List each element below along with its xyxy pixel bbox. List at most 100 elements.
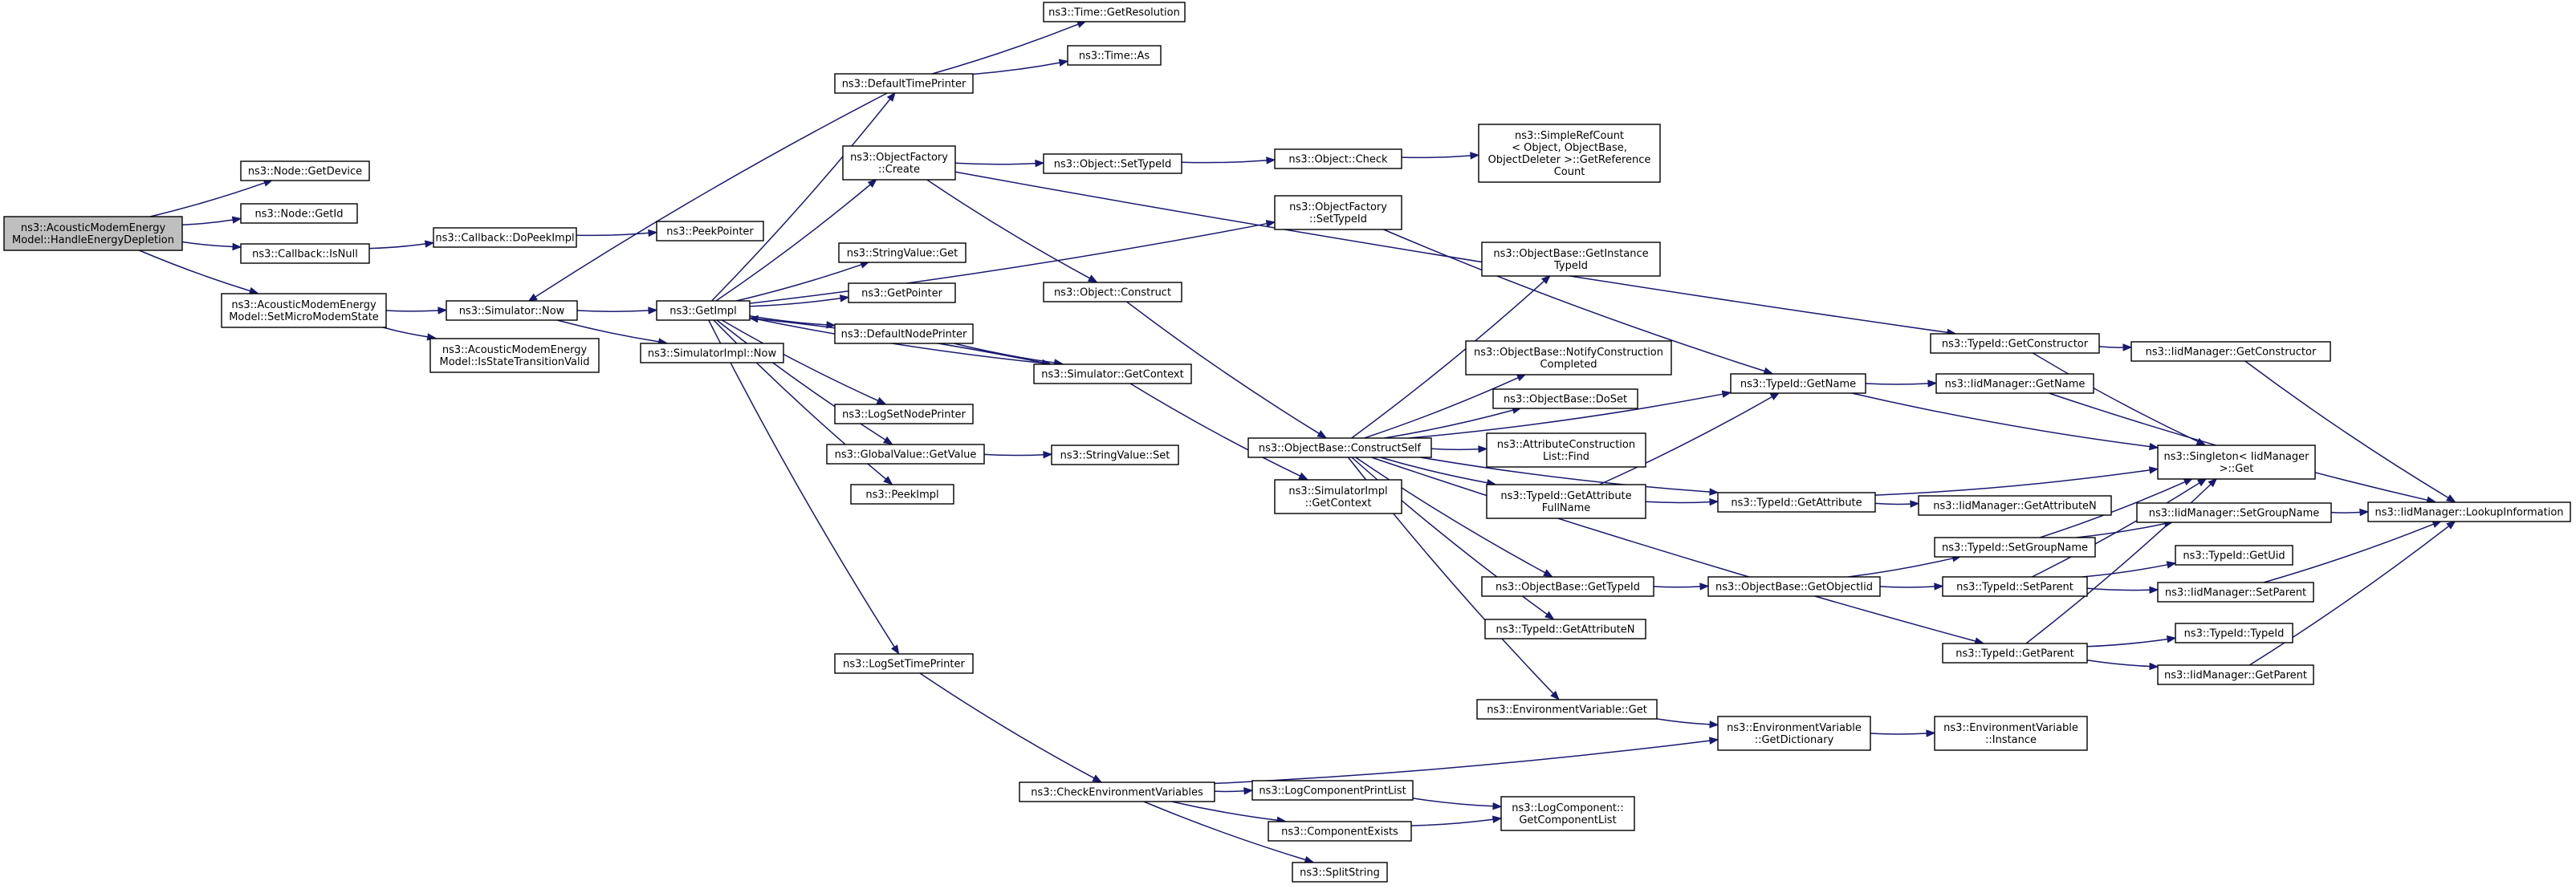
nodes-layer: ns3::AcousticModemEnergyModel::HandleEne… [3, 2, 2571, 883]
node-label: ns3::DefaultNodePrinter [841, 329, 967, 341]
node-label: ns3::SimulatorImpl [1288, 485, 1387, 497]
node-iidmgr-getattributen[interactable]: ns3::IidManager::GetAttributeN [1918, 495, 2112, 516]
node-iidmgr-setgroupname[interactable]: ns3::IidManager::SetGroupName [2136, 502, 2332, 523]
node-iidmgr-getname[interactable]: ns3::IidManager::GetName [1935, 373, 2094, 394]
node-sim-getcontext[interactable]: ns3::Simulator::GetContext [1033, 363, 1192, 384]
node-logcomp-getlist[interactable]: ns3::LogComponent::GetComponentList [1500, 796, 1635, 831]
arrowhead [2148, 466, 2159, 474]
edge-line [1656, 718, 1711, 725]
node-envvar-instance[interactable]: ns3::EnvironmentVariable::Instance [1934, 716, 2088, 751]
node-setmicro[interactable]: ns3::AcousticModemEnergyModel::SetMicroM… [221, 293, 387, 328]
node-node-getdevice[interactable]: ns3::Node::GetDevice [240, 160, 370, 181]
node-isvalid[interactable]: ns3::AcousticModemEnergyModel::IsStateTr… [429, 338, 600, 373]
node-typeid-setparent[interactable]: ns3::TypeId::SetParent [1942, 576, 2088, 597]
node-typeid-getname[interactable]: ns3::TypeId::GetName [1730, 373, 1866, 394]
node-peekpointer[interactable]: ns3::PeekPointer [656, 221, 764, 242]
node-box [1247, 437, 1432, 458]
edge-objbase-constructself-to-objbase-gettypeid [1355, 457, 1553, 578]
node-getimpl[interactable]: ns3::GetImpl [656, 300, 751, 321]
node-typeid-getconstructor[interactable]: ns3::TypeId::GetConstructor [1930, 333, 2100, 354]
edge-objfactory-create-to-obj-construct [926, 179, 1098, 283]
node-box [656, 221, 764, 242]
node-box [1465, 340, 1672, 375]
edge-line [1874, 502, 1911, 505]
node-box [1484, 619, 1646, 639]
node-logsettimeprinter[interactable]: ns3::LogSetTimePrinter [834, 653, 974, 674]
node-simimpl-now[interactable]: ns3::SimulatorImpl::Now [640, 343, 784, 363]
node-checkenvvars[interactable]: ns3::CheckEnvironmentVariables [1019, 781, 1215, 802]
node-globalvalue-getvalue[interactable]: ns3::GlobalValue::GetValue [826, 444, 985, 465]
node-envvar-get[interactable]: ns3::EnvironmentVariable::Get [1476, 699, 1658, 720]
arrowhead [1266, 156, 1276, 164]
node-logsetnodeprinter[interactable]: ns3::LogSetNodePrinter [834, 404, 974, 424]
edge-root-to-setmicro [139, 250, 259, 294]
node-typeid-getparent[interactable]: ns3::TypeId::GetParent [1942, 643, 2088, 664]
node-simplerefcount[interactable]: ns3::SimpleRefCount< Object, ObjectBase,… [1478, 124, 1661, 183]
node-peekimpl[interactable]: ns3::PeekImpl [850, 484, 954, 505]
arrowhead [883, 476, 893, 485]
node-root[interactable]: ns3::AcousticModemEnergyModel::HandleEne… [3, 216, 183, 251]
edge-checkenvvars-to-envvar-getdict [1214, 737, 1719, 785]
node-typeid-setgroupname[interactable]: ns3::TypeId::SetGroupName [1934, 537, 2096, 558]
node-node-getid[interactable]: ns3::Node::GetId [240, 203, 358, 224]
node-stringvalue-set[interactable]: ns3::StringValue::Set [1051, 444, 1179, 465]
node-objbase-gettypeid[interactable]: ns3::ObjectBase::GetTypeId [1481, 576, 1654, 597]
node-defaultnodeprinter[interactable]: ns3::DefaultNodePrinter [834, 323, 974, 344]
node-label: ns3::AcousticModemEnergy [231, 299, 376, 311]
arrowhead [1058, 59, 1069, 67]
node-cb-dopeek[interactable]: ns3::Callback::DoPeekImpl [433, 227, 577, 248]
node-obj-settypeid[interactable]: ns3::Object::SetTypeId [1043, 153, 1182, 174]
edge-objbase-constructself-to-attrconstlist-find [1430, 445, 1488, 453]
node-componentexists[interactable]: ns3::ComponentExists [1268, 821, 1412, 842]
node-typeid-getuid[interactable]: ns3::TypeId::GetUid [2175, 545, 2293, 566]
node-time-getres[interactable]: ns3::Time::GetResolution [1043, 2, 1186, 22]
node-iidmgr-lookup[interactable]: ns3::IidManager::LookupInformation [2367, 501, 2571, 522]
edge-line [954, 343, 1055, 363]
arrowhead [1934, 583, 1944, 591]
node-time-as[interactable]: ns3::Time::As [1067, 45, 1162, 66]
node-defaulttimeprinter[interactable]: ns3::DefaultTimePrinter [834, 73, 974, 94]
node-label: ::GetContext [1305, 497, 1372, 509]
node-obj-check[interactable]: ns3::Object::Check [1274, 148, 1402, 169]
node-label: ns3::LogSetNodePrinter [842, 409, 966, 421]
edge-line [181, 241, 234, 248]
node-obj-construct[interactable]: ns3::Object::Construct [1043, 282, 1182, 302]
node-iidmgr-getconstructor[interactable]: ns3::IidManager::GetConstructor [2130, 341, 2331, 362]
edge-defaulttimeprinter-to-time-as [972, 59, 1069, 75]
edge-objbase-getobjectiid-to-typeid-setparent [1879, 583, 1944, 591]
node-logcompprintlist[interactable]: ns3::LogComponentPrintList [1251, 780, 1414, 801]
edge-getimpl-to-getpointer [749, 294, 850, 307]
node-typeid-getattribute[interactable]: ns3::TypeId::GetAttribute [1717, 492, 1876, 513]
node-objfactory-create[interactable]: ns3::ObjectFactory::Create [842, 145, 956, 181]
node-singleton-get[interactable]: ns3::Singleton< IidManager>::Get [2157, 444, 2316, 480]
node-box [1492, 388, 1638, 409]
node-objbase-notify[interactable]: ns3::ObjectBase::NotifyConstructionCompl… [1465, 340, 1672, 375]
node-typeid-getattributen[interactable]: ns3::TypeId::GetAttributeN [1484, 619, 1646, 639]
node-label: ns3::GlobalValue::GetValue [835, 449, 977, 461]
node-iidmgr-setparent[interactable]: ns3::IidManager::SetParent [2157, 582, 2314, 603]
node-objbase-doset[interactable]: ns3::ObjectBase::DoSet [1492, 388, 1638, 409]
edge-line [749, 222, 1268, 304]
node-label: ns3::StringValue::Set [1060, 450, 1170, 462]
node-objfactory-settypeid[interactable]: ns3::ObjectFactory::SetTypeId [1274, 195, 1402, 230]
node-getpointer[interactable]: ns3::GetPointer [848, 282, 956, 303]
node-box [2130, 341, 2331, 362]
node-splitstring[interactable]: ns3::SplitString [1292, 862, 1388, 883]
node-objbase-getobjectiid[interactable]: ns3::ObjectBase::GetObjectIid [1707, 576, 1881, 597]
edge-globalvalue-getvalue-to-stringvalue-set [983, 450, 1053, 459]
node-envvar-getdict[interactable]: ns3::EnvironmentVariable::GetDictionary [1717, 716, 1871, 751]
edge-typeid-getparent-to-iidmgr-getparent [2086, 660, 2159, 671]
node-stringvalue-get[interactable]: ns3::StringValue::Get [838, 242, 967, 263]
node-box [1717, 716, 1871, 751]
node-cb-isnull[interactable]: ns3::Callback::IsNull [240, 243, 370, 264]
node-simimpl-getcontext[interactable]: ns3::SimulatorImpl::GetContext [1274, 479, 1402, 514]
node-objbase-constructself[interactable]: ns3::ObjectBase::ConstructSelf [1247, 437, 1432, 458]
node-box [2157, 582, 2314, 603]
node-label: ns3::Time::GetResolution [1048, 7, 1180, 19]
node-iidmgr-getparent[interactable]: ns3::IidManager::GetParent [2157, 664, 2314, 685]
node-sim-now[interactable]: ns3::Simulator::Now [446, 300, 578, 321]
node-typeid-typeid[interactable]: ns3::TypeId::TypeId [2175, 623, 2293, 643]
